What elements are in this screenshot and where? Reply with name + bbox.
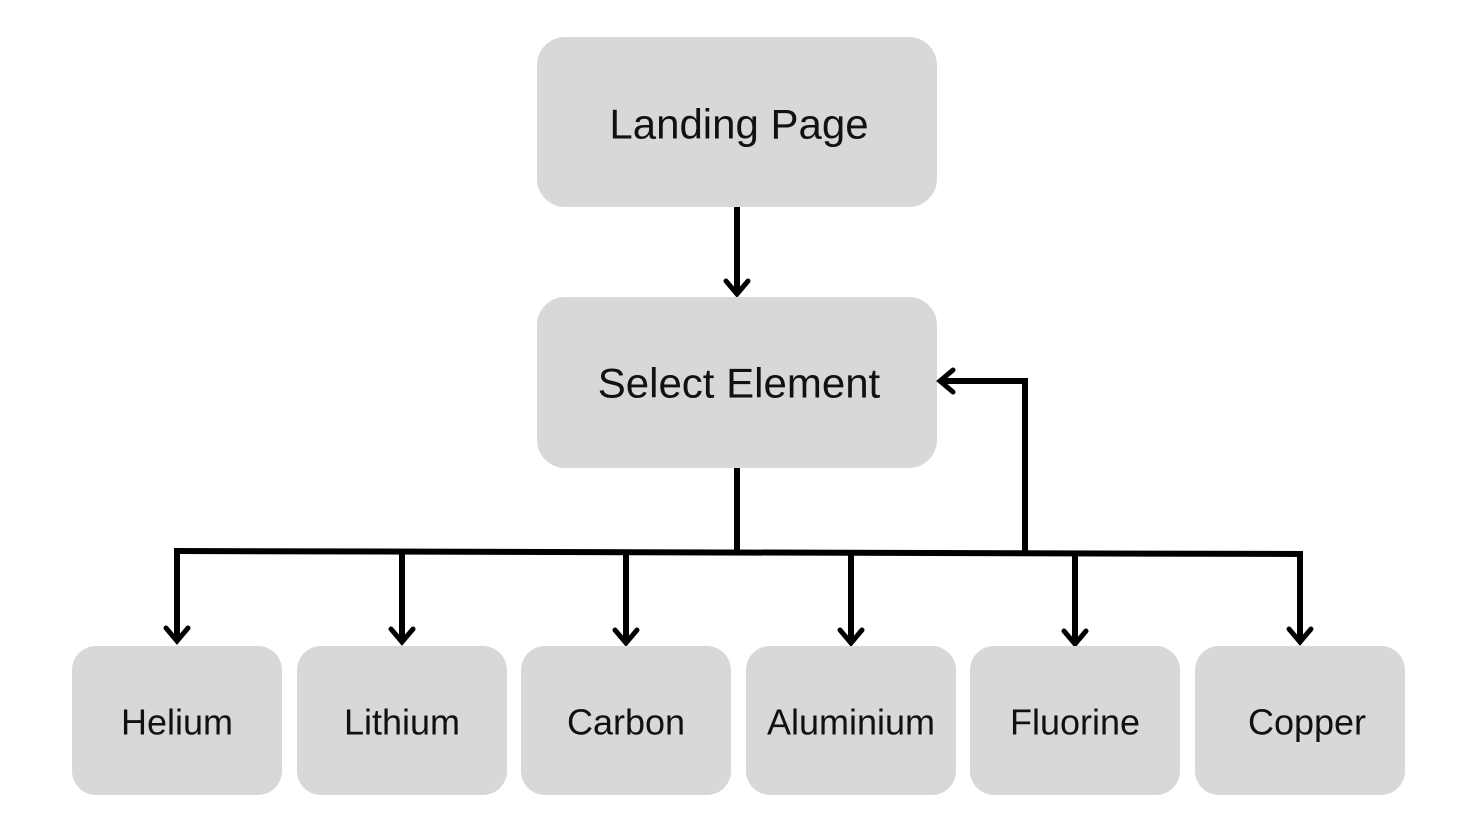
node-aluminium: Aluminium: [746, 646, 956, 795]
arrow-landing-to-select: [723, 207, 751, 298]
arrow-to-fluorine: [1061, 553, 1089, 648]
arrow-to-carbon: [612, 552, 640, 647]
arrow-to-copper: [1286, 554, 1314, 646]
node-copper-label: Copper: [1248, 702, 1366, 743]
node-landing-page: Landing Page: [537, 37, 937, 207]
arrow-to-helium: [163, 551, 191, 645]
node-select-element: Select Element: [537, 297, 937, 468]
node-carbon: Carbon: [521, 646, 731, 795]
node-fluorine-label: Fluorine: [1010, 702, 1140, 743]
arrow-to-aluminium: [837, 553, 865, 647]
node-helium: Helium: [72, 646, 282, 795]
arrow-to-lithium: [388, 552, 416, 646]
node-lithium-label: Lithium: [344, 702, 460, 743]
arrow-return-to-select: [936, 367, 1028, 553]
node-fluorine: Fluorine: [970, 646, 1180, 795]
node-helium-label: Helium: [121, 702, 233, 743]
node-landing-page-label: Landing Page: [609, 101, 868, 148]
node-lithium: Lithium: [297, 646, 507, 795]
node-carbon-label: Carbon: [567, 702, 685, 743]
node-select-element-label: Select Element: [598, 360, 881, 407]
connector-bus: [173, 548, 1304, 557]
node-aluminium-label: Aluminium: [767, 702, 935, 743]
node-copper: Copper: [1195, 646, 1405, 795]
